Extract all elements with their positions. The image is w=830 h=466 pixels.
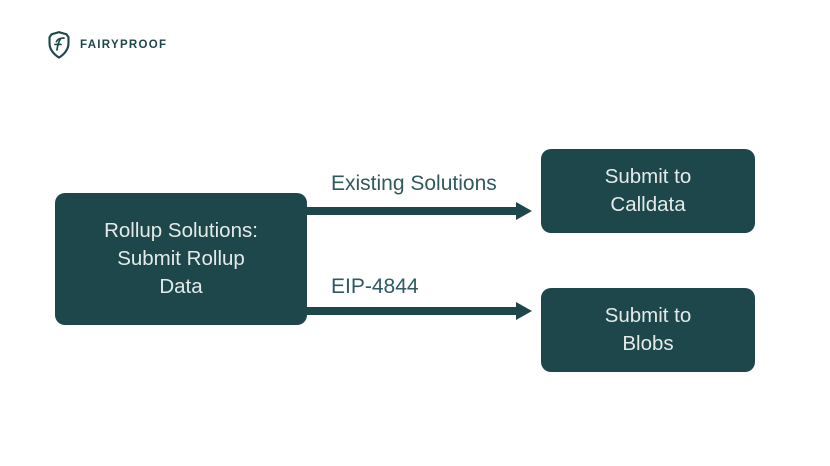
arrow-to-blobs-shaft — [307, 307, 518, 315]
arrow-to-calldata-shaft — [307, 207, 518, 215]
node-rollup-solutions: Rollup Solutions: Submit Rollup Data — [55, 193, 307, 325]
node-text-line: Submit to — [604, 304, 692, 327]
brand-logo: FAIRYPROOF — [46, 29, 167, 61]
node-text-line: Calldata — [610, 193, 686, 216]
node-text-line: Data — [159, 275, 203, 298]
arrow-to-calldata-head-icon — [516, 202, 532, 220]
edge-label-eip-4844: EIP-4844 — [331, 275, 419, 298]
fairyproof-shield-icon — [48, 31, 70, 59]
brand-name: FAIRYPROOF — [80, 39, 168, 51]
node-text-line: Submit to — [604, 165, 692, 188]
node-text-line: Rollup Solutions: — [104, 219, 258, 242]
node-text-line: Submit Rollup — [117, 247, 245, 270]
node-submit-to-calldata: Submit to Calldata — [541, 149, 755, 233]
node-submit-to-blobs: Submit to Blobs — [541, 288, 755, 372]
arrow-to-blobs-head-icon — [516, 302, 532, 320]
edge-label-existing-solutions: Existing Solutions — [331, 172, 497, 195]
node-text-line: Blobs — [622, 332, 674, 355]
